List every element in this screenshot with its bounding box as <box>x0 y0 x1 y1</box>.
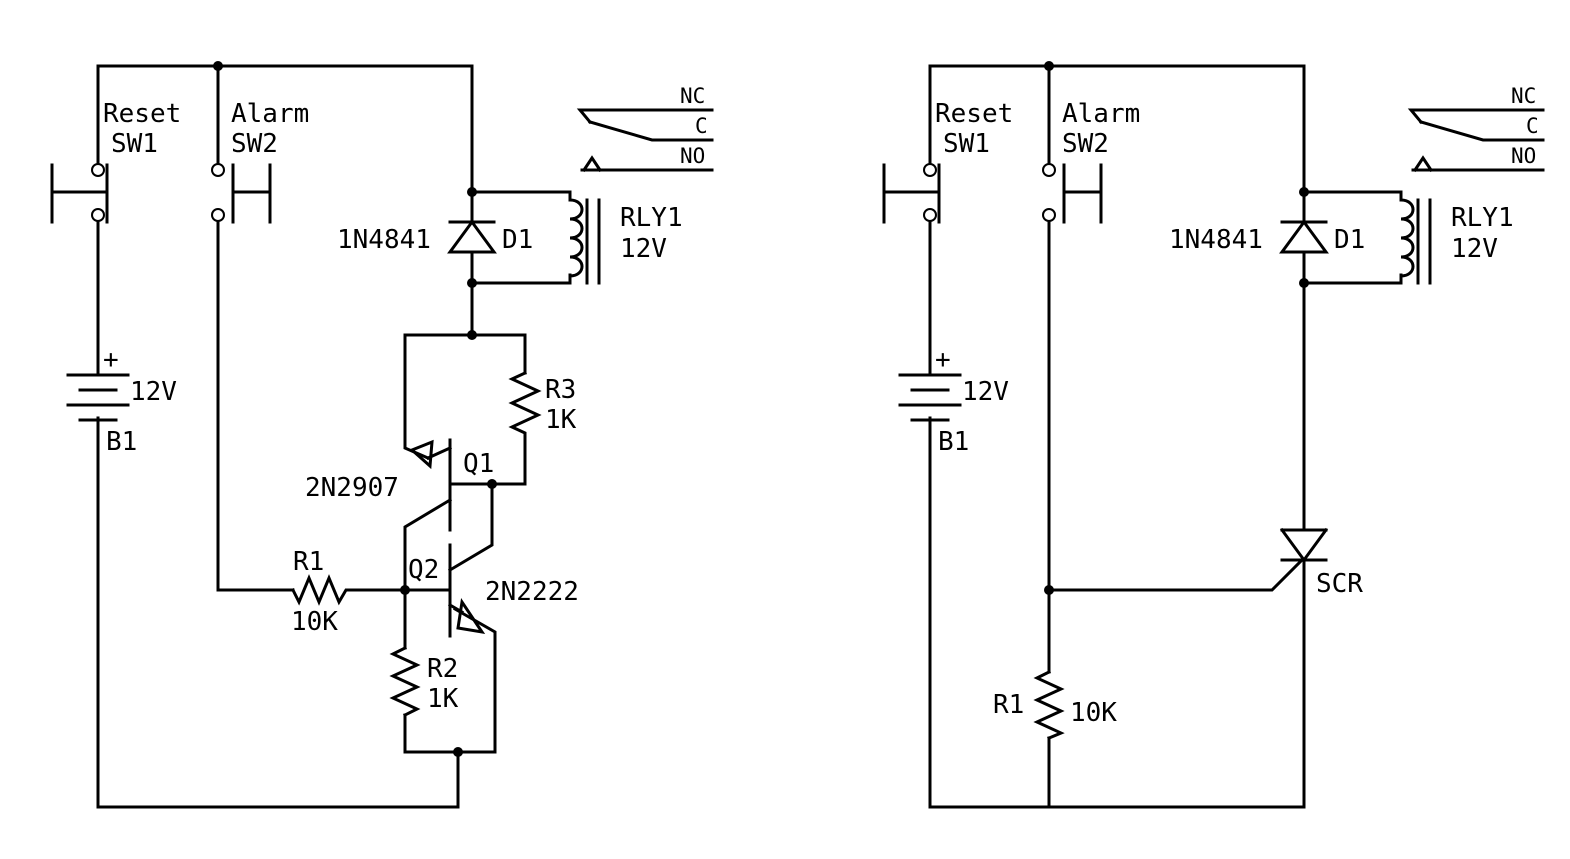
battery-symbol <box>898 358 962 432</box>
junction-dot <box>213 61 223 71</box>
q2-ref-label: Q2 <box>408 555 439 585</box>
battery-ref-label: B1 <box>106 427 137 457</box>
r1-ref-label: R1 <box>993 690 1024 720</box>
battery-value-label: 12V <box>962 377 1009 407</box>
sw1-name-label: Reset <box>935 99 1013 129</box>
relay-coil-symbol <box>470 190 601 285</box>
sw2-ref-label: SW2 <box>231 129 278 159</box>
r3-value-label: 1K <box>545 405 577 435</box>
junction-dot <box>487 479 497 489</box>
relay-value-label: 12V <box>620 234 667 264</box>
diode-ref-label: D1 <box>1334 225 1365 255</box>
diode-part-label: 1N4841 <box>337 225 431 255</box>
diode-symbol <box>447 190 497 285</box>
junction-dot <box>400 585 410 595</box>
relay-no-label: NO <box>680 144 705 168</box>
relay-contacts-symbol <box>1407 108 1545 173</box>
q2-transistor-symbol <box>447 543 486 638</box>
r2-resistor-symbol <box>389 645 421 718</box>
left-junctions <box>213 61 497 757</box>
sw1-name-label: Reset <box>103 99 181 129</box>
relay-ref-label: RLY1 <box>620 203 683 233</box>
r1-value-label: 10K <box>1070 698 1117 728</box>
q1-ref-label: Q1 <box>463 449 494 479</box>
junction-dot <box>453 747 463 757</box>
r2-value-label: 1K <box>427 684 459 714</box>
scr-ref-label: SCR <box>1316 569 1363 599</box>
q2-part-label: 2N2222 <box>485 577 579 607</box>
alarm-switch-symbol <box>211 163 272 224</box>
right-wires <box>928 64 1306 809</box>
relay-c-label: C <box>695 114 708 138</box>
r1-resistor-symbol <box>1033 669 1065 740</box>
diode-part-label: 1N4841 <box>1169 225 1263 255</box>
relay-coil-symbol <box>1302 190 1432 285</box>
r1-ref-label: R1 <box>293 547 324 577</box>
junction-dot <box>1044 61 1054 71</box>
diode-symbol <box>1279 190 1329 285</box>
relay-value-label: 12V <box>1451 234 1498 264</box>
junction-dot <box>1044 585 1054 595</box>
left-circuit: Reset SW1 Alarm SW2 + 12V B1 <box>50 61 714 809</box>
alarm-switch-symbol <box>1042 163 1103 224</box>
r3-resistor-symbol <box>508 371 542 439</box>
relay-contacts-symbol <box>576 108 714 173</box>
battery-ref-label: B1 <box>938 427 969 457</box>
relay-ref-label: RLY1 <box>1451 203 1514 233</box>
r1-resistor-symbol <box>290 574 354 606</box>
battery-plus-label: + <box>103 345 119 375</box>
right-circuit: Reset SW1 Alarm SW2 + 12V B1 <box>882 61 1545 809</box>
battery-value-label: 12V <box>130 377 177 407</box>
diode-ref-label: D1 <box>502 225 533 255</box>
r2-ref-label: R2 <box>427 654 458 684</box>
left-wires <box>96 64 527 809</box>
sw2-ref-label: SW2 <box>1062 129 1109 159</box>
reset-switch-symbol <box>882 163 941 224</box>
battery-symbol <box>66 358 130 432</box>
junction-dot <box>467 330 477 340</box>
sw2-name-label: Alarm <box>231 99 309 129</box>
relay-no-label: NO <box>1511 144 1536 168</box>
relay-c-label: C <box>1526 114 1539 138</box>
reset-switch-symbol <box>50 163 109 224</box>
r1-value-label: 10K <box>291 607 338 637</box>
q1-part-label: 2N2907 <box>305 473 399 503</box>
relay-nc-label: NC <box>680 84 705 108</box>
q1-transistor-symbol <box>409 438 452 532</box>
battery-plus-label: + <box>935 345 951 375</box>
relay-nc-label: NC <box>1511 84 1536 108</box>
sw1-ref-label: SW1 <box>943 129 990 159</box>
scr-symbol <box>1279 527 1329 563</box>
sw1-ref-label: SW1 <box>111 129 158 159</box>
r3-ref-label: R3 <box>545 375 576 405</box>
sw2-name-label: Alarm <box>1062 99 1140 129</box>
